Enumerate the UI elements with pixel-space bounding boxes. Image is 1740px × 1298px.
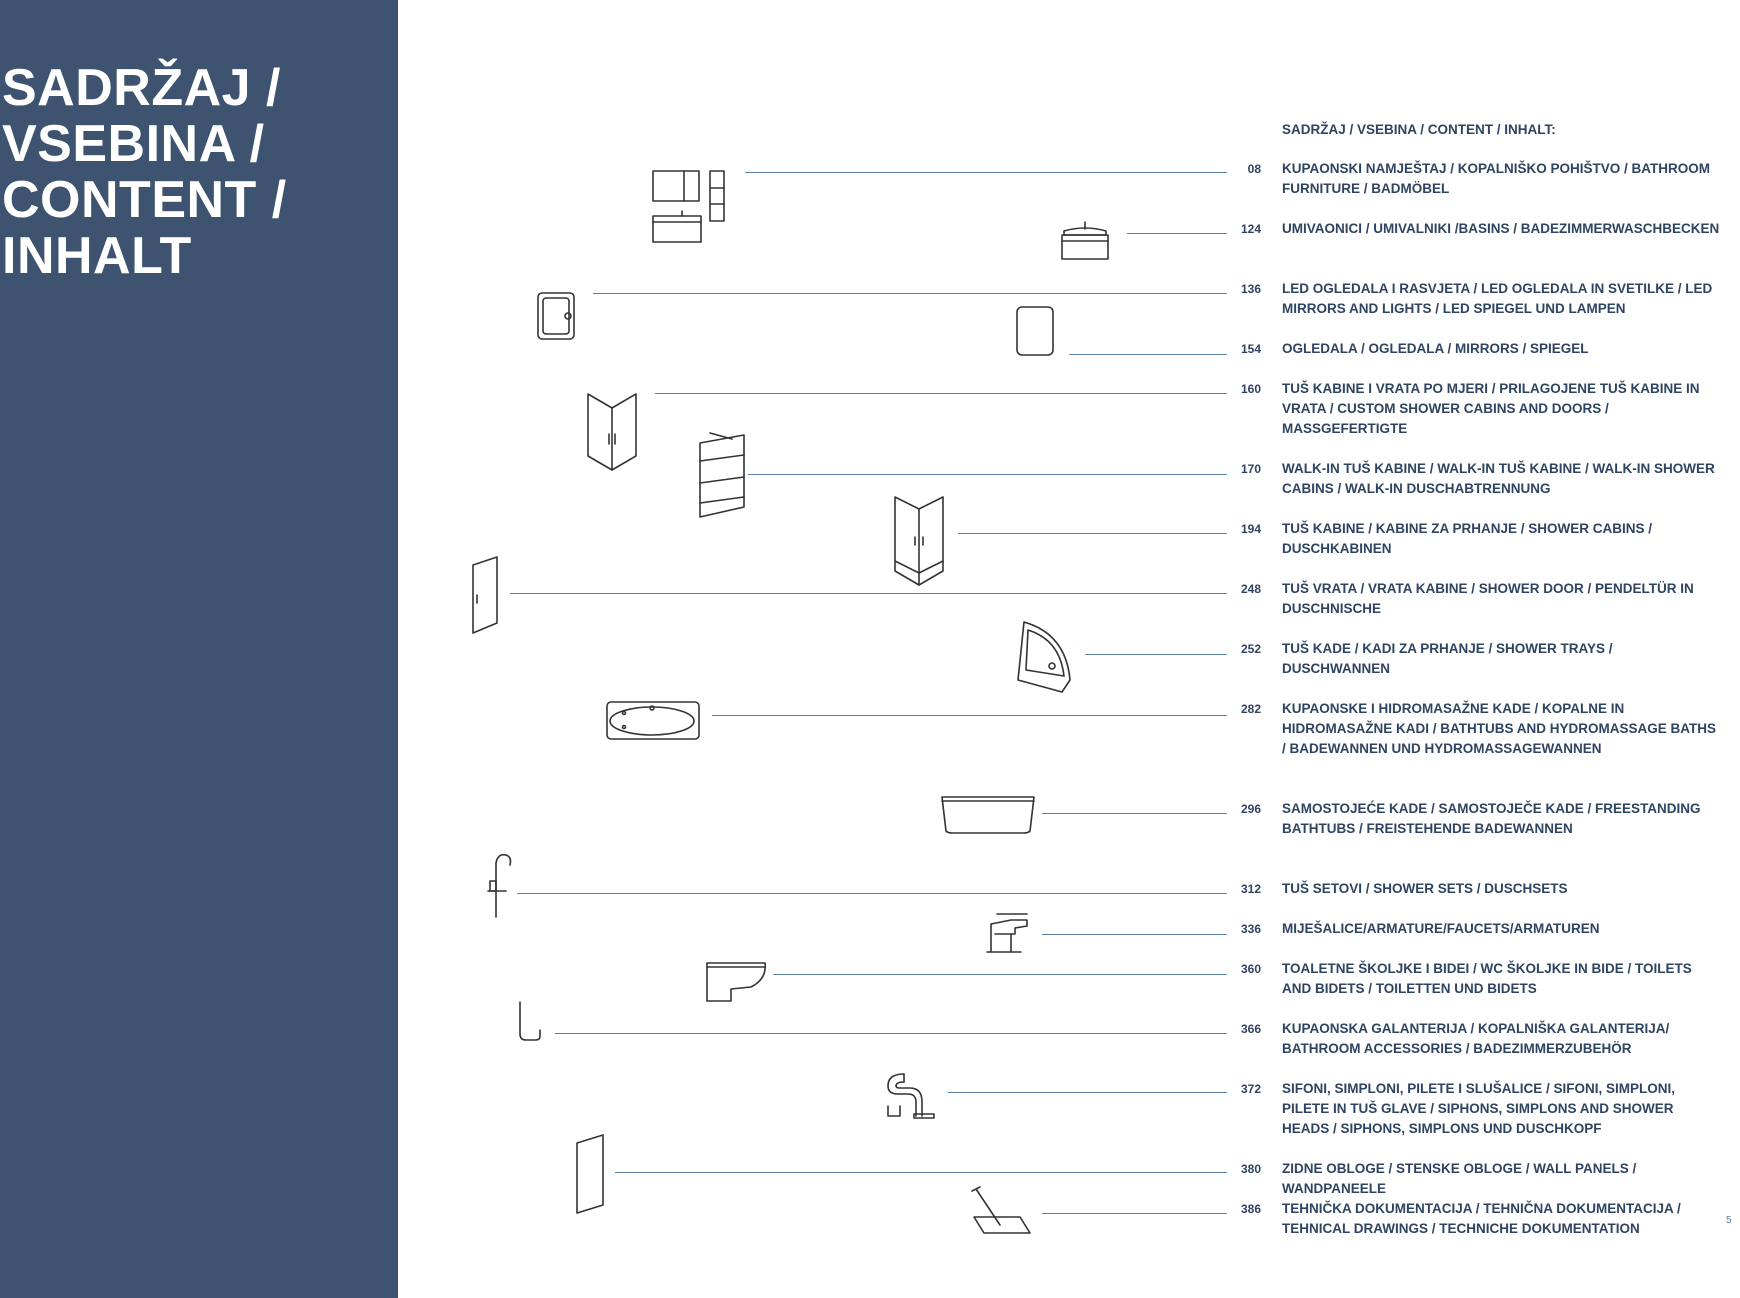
toc-entry-text[interactable]: WALK-IN TUŠ KABINE / WALK-IN TUŠ KABINE … (1282, 461, 1715, 496)
toc-entry-text[interactable]: TUŠ VRATA / VRATA KABINE / SHOWER DOOR /… (1282, 581, 1694, 616)
toc-page-number: 160 (1240, 382, 1261, 396)
toc-page-number: 170 (1240, 462, 1261, 476)
toc-leader-line (1042, 813, 1227, 814)
toc-page-number: 380 (1240, 1162, 1261, 1176)
toc-leader-line (712, 715, 1227, 716)
toc-page-number: 252 (1240, 642, 1261, 656)
toc-page-number: 194 (1240, 522, 1261, 536)
toc-entry-text[interactable]: TUŠ KADE / KADI ZA PRHANJE / SHOWER TRAY… (1282, 641, 1613, 676)
page-number: 5 (1726, 1215, 1732, 1226)
bathroom-furniture-icon (652, 170, 732, 246)
toc-leader-line (1127, 233, 1227, 234)
custom-shower-cabin-icon (586, 392, 638, 472)
toc-entry-text[interactable]: KUPAONSKI NAMJEŠTAJ / KOPALNIŠKO POHIŠTV… (1282, 161, 1711, 196)
toc-page-number: 336 (1240, 922, 1261, 936)
toc-leader-line (510, 593, 1227, 594)
toc-leader-line (517, 893, 1227, 894)
technical-drawing-icon (970, 1186, 1032, 1235)
shower-door-icon (471, 555, 499, 635)
toc-page-number: 124 (1240, 222, 1261, 236)
toc-entry-text[interactable]: TUŠ SETOVI / SHOWER SETS / DUSCHSETS (1282, 881, 1568, 896)
toc-entry-text[interactable]: UMIVAONICI / UMIVALNIKI /BASINS / BADEZI… (1282, 221, 1720, 236)
toc-entry-text[interactable]: TOALETNE ŠKOLJKE I BIDEI / WC ŠKOLJKE IN… (1282, 961, 1692, 996)
toc-entry-text[interactable]: LED OGLEDALA I RASVJETA / LED OGLEDALA I… (1282, 281, 1713, 316)
toc-leader-line (1042, 934, 1227, 935)
toc-leader-line (1042, 1213, 1227, 1214)
toc-leader-line (593, 293, 1227, 294)
toc-entry-text[interactable]: KUPAONSKE I HIDROMASAŽNE KADE / KOPALNE … (1282, 701, 1716, 756)
mirror-icon (1016, 306, 1056, 358)
toc-leader-line (958, 533, 1227, 534)
page-title: SADRŽAJ / VSEBINA / CONTENT / INHALT (2, 59, 287, 285)
faucet-icon (983, 912, 1031, 954)
toc-entry-text[interactable]: OGLEDALA / OGLEDALA / MIRRORS / SPIEGEL (1282, 341, 1589, 356)
toc-page-number: 296 (1240, 802, 1261, 816)
toc-page-number: 372 (1240, 1082, 1261, 1096)
sidebar-panel: SADRŽAJ / VSEBINA / CONTENT / INHALT (0, 0, 398, 1298)
toc-page-number: 08 (1247, 162, 1261, 176)
toc-entry-text[interactable]: TUŠ KABINE I VRATA PO MJERI / PRILAGOJEN… (1282, 381, 1700, 436)
toc-leader-line (745, 172, 1227, 173)
shower-cabin-icon (893, 495, 945, 587)
toc-leader-line (948, 1092, 1227, 1093)
toc-page-number: 312 (1240, 882, 1261, 896)
toilet-icon (705, 961, 767, 1003)
toc-leader-line (555, 1033, 1227, 1034)
toc-page-number: 154 (1240, 342, 1261, 356)
toc-page-number: 360 (1240, 962, 1261, 976)
toc-leader-line (773, 974, 1227, 975)
siphon-icon (884, 1070, 936, 1120)
shower-set-icon (486, 851, 514, 919)
toc-page-number: 386 (1240, 1202, 1261, 1216)
toc-leader-line (748, 474, 1227, 475)
toc-entry-text[interactable]: ZIDNE OBLOGE / STENSKE OBLOGE / WALL PAN… (1282, 1161, 1637, 1196)
toc-entry-text[interactable]: SAMOSTOJEĆE KADE / SAMOSTOJEČE KADE / FR… (1282, 801, 1701, 836)
bathtub-icon (606, 701, 702, 741)
toc-page-number: 248 (1240, 582, 1261, 596)
toc-entry-text[interactable]: TUŠ KABINE / KABINE ZA PRHANJE / SHOWER … (1282, 521, 1653, 556)
toc-entry-text[interactable]: MIJEŠALICE/ARMATURE/FAUCETS/ARMATUREN (1282, 921, 1600, 936)
toc-page-number: 366 (1240, 1022, 1261, 1036)
toc-leader-line (655, 393, 1227, 394)
toc-heading: SADRŽAJ / VSEBINA / CONTENT / INHALT: (1282, 122, 1556, 137)
toc-entry-text[interactable]: KUPAONSKA GALANTERIJA / KOPALNIŠKA GALAN… (1282, 1021, 1670, 1056)
shower-tray-icon (1016, 620, 1072, 694)
walk-in-shower-icon (698, 432, 748, 519)
basin-icon (1060, 221, 1110, 261)
led-mirror-icon (537, 292, 577, 342)
wall-panel-icon (575, 1133, 605, 1215)
toc-leader-line (1069, 354, 1227, 355)
toc-page-number: 136 (1240, 282, 1261, 296)
toc-page-number: 282 (1240, 702, 1261, 716)
toc-entry-text[interactable]: TEHNIČKA DOKUMENTACIJA / TEHNIČNA DOKUME… (1282, 1201, 1681, 1236)
toc-leader-line (1085, 654, 1227, 655)
freestanding-bathtub-icon (940, 795, 1036, 835)
toc-leader-line (615, 1172, 1227, 1173)
accessory-hook-icon (518, 1000, 542, 1042)
toc-entry-text[interactable]: SIFONI, SIMPLONI, PILETE I SLUŠALICE / S… (1282, 1081, 1676, 1136)
